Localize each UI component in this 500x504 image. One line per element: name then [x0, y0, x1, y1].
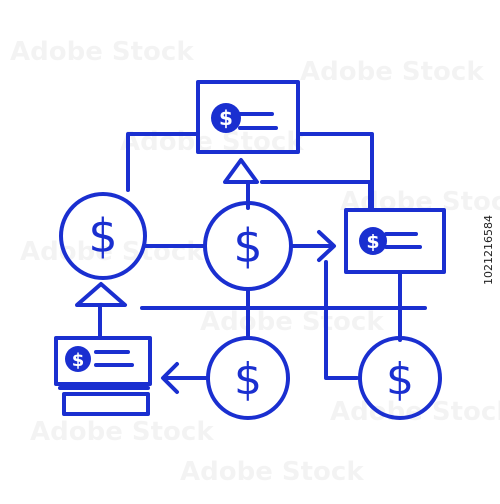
- watermark-pattern: Adobe Stock Adobe Stock Adobe Stock Adob…: [10, 37, 500, 487]
- bill-card-bottom-left: [54, 336, 152, 386]
- coin-icon: [359, 227, 387, 255]
- up-triangle-icon: [223, 158, 259, 184]
- bill-stack-base: [62, 392, 150, 416]
- coin-icon: [203, 201, 293, 291]
- left-arrow-icon: [161, 362, 179, 394]
- watermark-text: Adobe Stock: [200, 307, 384, 337]
- coin-icon: [211, 103, 241, 133]
- dollar-sign-label: $: [72, 350, 85, 371]
- watermark-text: Adobe Stock: [10, 37, 194, 67]
- dollar-sign-label: $: [234, 354, 262, 405]
- stock-id: 1021216584: [481, 215, 495, 285]
- dollar-sign-label: $: [366, 231, 379, 253]
- connector-lines: [98, 132, 427, 380]
- bill-card-right: [344, 208, 446, 274]
- stock-id-strip: 1021216584: [480, 0, 496, 500]
- watermark-text: Adobe Stock: [340, 187, 500, 217]
- dollar-sign-label: $: [386, 354, 414, 405]
- watermark-text: Adobe Stock: [180, 457, 364, 487]
- bill-card-top: [196, 80, 300, 154]
- watermark-text: Adobe Stock: [20, 237, 204, 267]
- dollar-sign-label: $: [219, 106, 233, 130]
- card-coins: [65, 103, 387, 372]
- up-triangle-icon: [75, 282, 127, 307]
- cards: [54, 80, 446, 416]
- coin-nodes: [59, 192, 442, 420]
- watermark-text: Adobe Stock: [300, 57, 484, 87]
- coin-icon: [206, 336, 290, 420]
- watermark-text: Adobe Stock: [330, 397, 500, 427]
- coin-icon: [65, 346, 91, 372]
- right-arrow-icon: [317, 230, 336, 262]
- dollar-sign-label: $: [88, 209, 117, 263]
- dollar-sign-label: $: [233, 219, 262, 273]
- watermark-text: Adobe Stock: [30, 417, 214, 447]
- coin-icon: [358, 336, 442, 420]
- arrow-heads: [75, 158, 336, 394]
- coin-icon: [59, 192, 147, 280]
